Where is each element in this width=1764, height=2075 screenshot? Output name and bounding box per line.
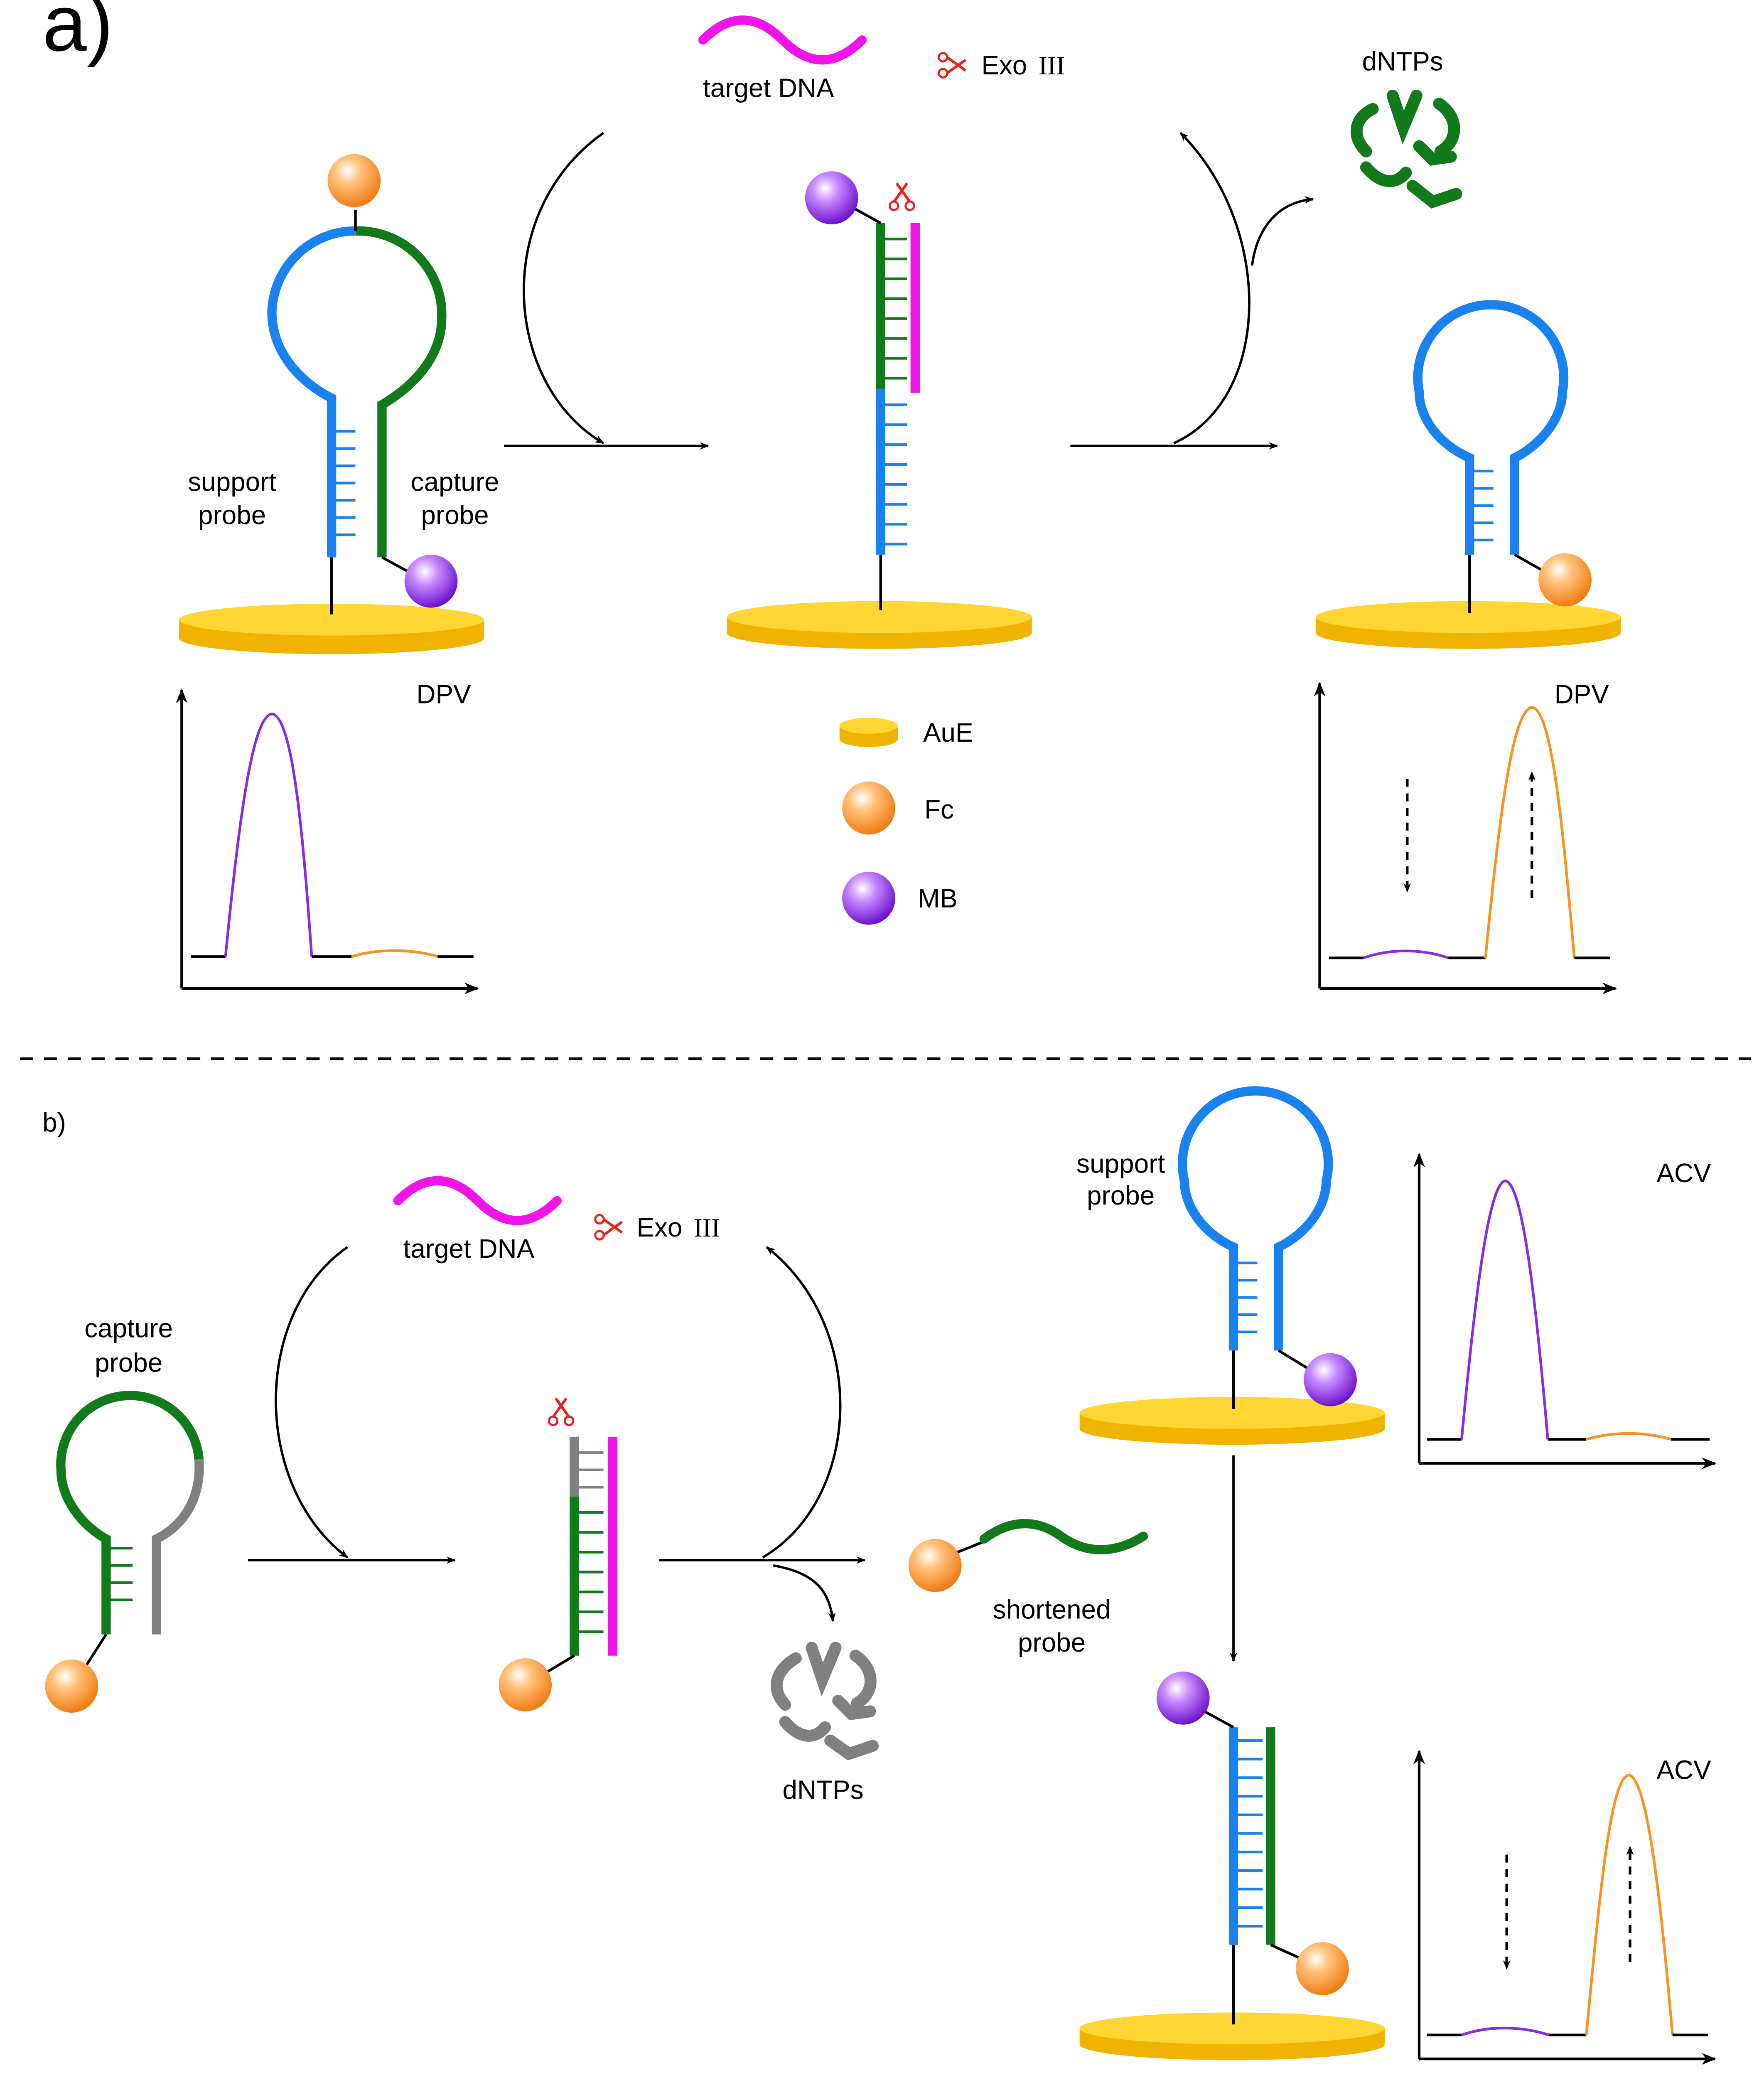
fc-ball-a1 <box>327 154 381 207</box>
cycle-arrow-b-in <box>275 1246 349 1559</box>
fc-ball-a3 <box>1538 553 1592 607</box>
panel-b-label: b) <box>42 1108 66 1138</box>
panel-a-label: a) <box>42 0 113 68</box>
capture-probe-label-a2: probe <box>421 500 489 530</box>
shortened-probe-label-2: probe <box>1018 1628 1086 1657</box>
exo-numeral-b: III <box>694 1213 720 1242</box>
scissors-icon-b2 <box>549 1398 573 1425</box>
electrode-1 <box>179 604 484 654</box>
dpv-label-left: DPV <box>416 679 471 709</box>
duplex-a <box>805 171 920 611</box>
legend-aue-label: AuE <box>923 718 973 747</box>
capture-hairpin-b <box>45 1391 204 1713</box>
dntps-label-a: dNTPs <box>1362 47 1443 76</box>
fc-ball-b5 <box>1296 1942 1349 1995</box>
dntp-fragments-grey <box>771 1642 879 1760</box>
capture-probe-label-b2: probe <box>95 1348 162 1378</box>
legend-mb-label: MB <box>918 883 958 913</box>
target-dna-strand-b <box>393 1176 562 1225</box>
dntp-release-arrow-a <box>1251 196 1314 266</box>
electrode-2 <box>727 601 1032 649</box>
cycle-arrow-a-in <box>522 132 604 445</box>
target-dna-strand-a <box>698 15 867 65</box>
electrode-3 <box>1315 601 1621 649</box>
mb-ball-a2 <box>805 171 858 225</box>
capture-probe-label-a1: capture <box>411 467 499 497</box>
scissors-icon-a2 <box>890 183 914 210</box>
acv-label-bottom: ACV <box>1656 1755 1711 1785</box>
shortened-probe <box>908 1519 1148 1592</box>
electrode-4 <box>1079 1397 1385 1445</box>
support-hairpin-a <box>1413 300 1592 613</box>
dntps-label-b: dNTPs <box>783 1775 864 1805</box>
scissors-icon-a <box>939 53 966 78</box>
fc-ball-b1 <box>45 1660 98 1713</box>
shortened-probe-label-1: shortened <box>993 1594 1111 1624</box>
acv-plot-top <box>1413 1153 1717 1469</box>
capture-probe-label-b1: capture <box>84 1313 173 1343</box>
legend-mb-icon <box>842 871 895 925</box>
legend-fc-label: Fc <box>924 794 954 824</box>
cycle-arrow-a-out <box>1173 132 1251 445</box>
support-hairpin-b <box>1177 1086 1357 1409</box>
mb-ball-b4 <box>1304 1353 1357 1406</box>
acv-label-top: ACV <box>1656 1158 1711 1188</box>
dpv-plot-left <box>176 688 479 994</box>
legend-aue-icon <box>839 718 898 747</box>
dntp-fragments-green <box>1351 89 1462 209</box>
panel-a: a) target DNA Exo III dNTPs <box>42 0 1621 994</box>
duplex-b <box>499 1398 618 1711</box>
legend: AuE Fc MB <box>839 718 973 925</box>
support-probe-label-a2: probe <box>198 500 266 530</box>
mb-ball-a1 <box>404 554 458 608</box>
hairpin-probe-a <box>267 154 458 615</box>
exo-label-b: Exo <box>636 1212 682 1242</box>
electrode-5 <box>1079 2012 1385 2060</box>
dpv-plot-right <box>1314 682 1617 994</box>
exo-label-a: Exo <box>981 50 1027 80</box>
target-dna-label-b: target DNA <box>403 1234 535 1264</box>
duplex-b2 <box>1156 1672 1349 2025</box>
dntp-release-arrow-b <box>773 1564 836 1622</box>
fc-ball-b2 <box>499 1658 552 1711</box>
support-probe-label-a1: support <box>188 467 276 497</box>
panel-b: b) capture probe target DNA Exo III <box>42 1086 1717 2065</box>
scissors-icon-b <box>595 1215 622 1239</box>
support-probe-label-b1: support <box>1076 1149 1165 1179</box>
legend-fc-icon <box>842 781 895 835</box>
fc-ball-b3 <box>908 1539 962 1592</box>
target-dna-label-a: target DNA <box>703 73 834 103</box>
exo-numeral-a: III <box>1039 51 1065 80</box>
mb-ball-b5 <box>1156 1672 1210 1725</box>
support-probe-label-b2: probe <box>1087 1180 1155 1210</box>
acv-plot-bottom <box>1413 1750 1717 2065</box>
cycle-arrow-b-out <box>762 1246 842 1559</box>
dpv-label-right: DPV <box>1555 679 1609 709</box>
